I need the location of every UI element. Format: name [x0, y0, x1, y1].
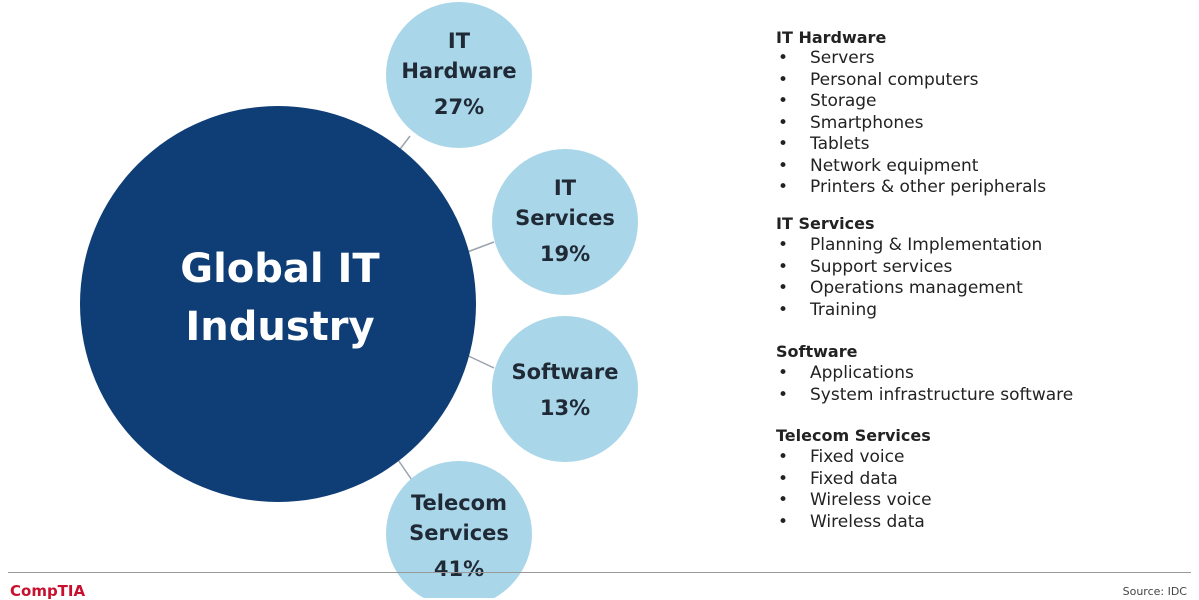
telecom-label: Telecom Services 41%: [389, 488, 529, 584]
software-line-1: Software: [511, 360, 619, 384]
hardware-label: IT Hardware 27%: [389, 26, 529, 122]
list-item: Fixed voice: [778, 447, 932, 469]
hardware-line-2: Hardware: [401, 59, 517, 83]
category-title-hardware: IT Hardware: [776, 28, 887, 47]
list-item: Tablets: [778, 134, 1046, 156]
list-item: Fixed data: [778, 469, 932, 491]
list-item: Servers: [778, 48, 1046, 70]
brand-logo: CompTIA: [10, 582, 86, 600]
hardware-line-1: IT: [447, 29, 471, 53]
services-circle: [492, 149, 638, 295]
telecom-line-2: Services: [409, 521, 509, 545]
list-item: Operations management: [778, 278, 1042, 300]
source-note: Source: IDC: [1122, 585, 1187, 598]
software-pct: 13%: [539, 396, 591, 420]
list-item: Wireless data: [778, 512, 932, 534]
services-label: IT Services 19%: [495, 173, 635, 269]
list-item: Network equipment: [778, 156, 1046, 178]
list-item: Applications: [778, 363, 1073, 385]
services-pct: 19%: [539, 242, 591, 266]
category-list-services: Planning & Implementation Support servic…: [778, 235, 1042, 321]
hub-circle: [80, 106, 476, 502]
list-item: Training: [778, 300, 1042, 322]
hardware-circle: [386, 2, 532, 148]
footer-divider: [8, 572, 1191, 573]
software-circle: [492, 316, 638, 462]
category-list-telecom: Fixed voice Fixed data Wireless voice Wi…: [778, 447, 932, 533]
list-item: Support services: [778, 257, 1042, 279]
telecom-circle: [386, 461, 532, 598]
list-item: Storage: [778, 91, 1046, 113]
list-item: Printers & other peripherals: [778, 177, 1046, 199]
category-title-services: IT Services: [776, 214, 875, 233]
services-line-1: IT: [553, 176, 577, 200]
category-list-software: Applications System infrastructure softw…: [778, 363, 1073, 406]
hardware-pct: 27%: [433, 95, 485, 119]
hub-label: Global IT Industry: [80, 240, 480, 356]
hub-line-2: Industry: [185, 304, 375, 350]
list-item: Planning & Implementation: [778, 235, 1042, 257]
list-item: System infrastructure software: [778, 385, 1073, 407]
category-title-software: Software: [776, 342, 858, 361]
services-line-2: Services: [515, 206, 615, 230]
category-title-telecom: Telecom Services: [776, 426, 931, 445]
telecom-pct: 41%: [433, 557, 485, 581]
category-list-hardware: Servers Personal computers Storage Smart…: [778, 48, 1046, 199]
hub-line-1: Global IT: [180, 246, 380, 292]
telecom-line-1: Telecom: [411, 491, 507, 515]
list-item: Wireless voice: [778, 490, 932, 512]
list-item: Smartphones: [778, 113, 1046, 135]
list-item: Personal computers: [778, 70, 1046, 92]
software-label: Software 13%: [495, 357, 635, 423]
